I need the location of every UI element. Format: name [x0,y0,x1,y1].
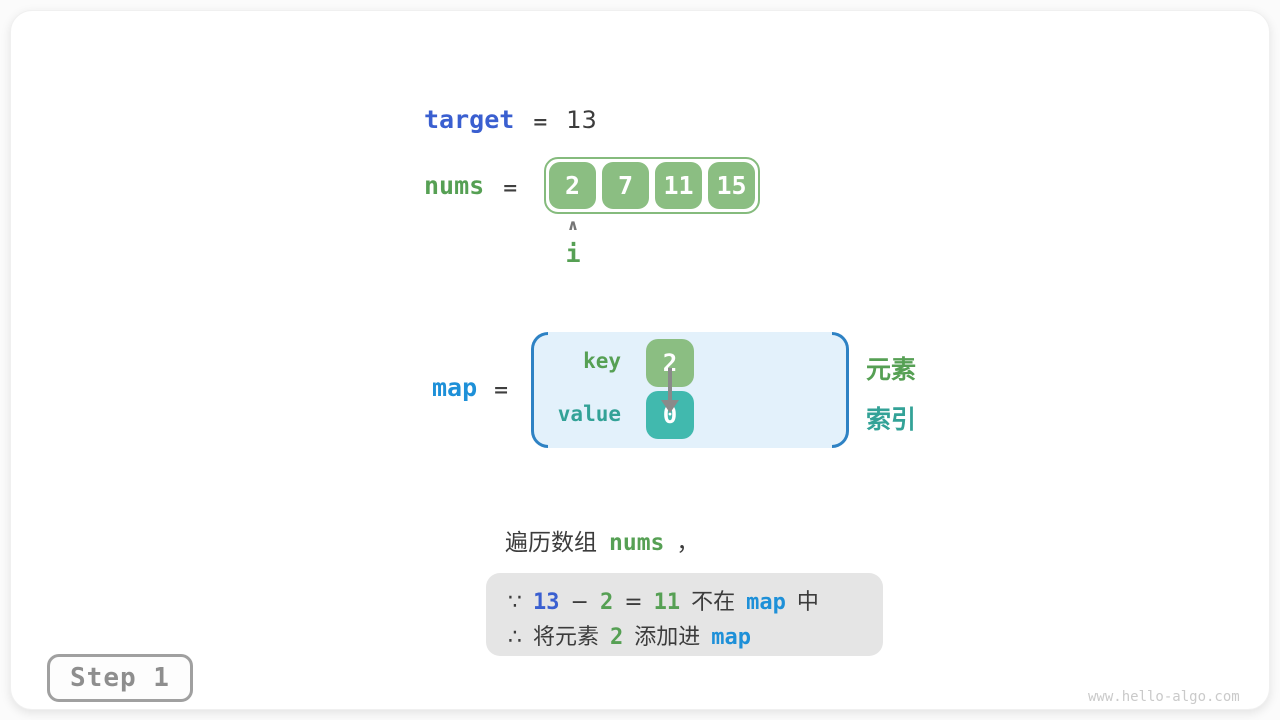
target-value: 13 [566,106,597,134]
nums-cell: 15 [708,162,755,209]
nums-equals: = [502,177,519,199]
equals-sign: = [624,590,643,615]
target-equals: = [532,111,549,133]
minus-sign: − [570,590,589,615]
step-badge-label: Step 1 [70,663,170,693]
reasoning-note: ∵ 13 − 2 = 11 不在 map 中 ∴ 将元素 2 添加进 map [486,573,883,656]
nums-label-row: nums = [424,171,518,200]
right-bracket-icon [832,332,849,448]
target-number: 13 [533,590,560,615]
nums-label: nums [424,171,485,200]
caption-suffix: ， [676,530,700,556]
caption-prefix: 遍历数组 [505,530,597,556]
map-label: map [432,373,478,402]
element-number: 2 [610,625,624,650]
nums-cell: 11 [655,162,702,209]
therefore-symbol: ∴ [508,625,522,650]
nums-cell: 2 [549,162,596,209]
because-symbol: ∵ [508,590,522,615]
pointer-caret-icon: ∧ [566,216,580,234]
note-line-2: ∴ 将元素 2 添加进 map [508,619,883,652]
legend-index-label: 索引 [866,405,917,434]
map-label-row: map = [432,373,509,402]
legend-element-label: 元素 [866,355,917,384]
caption-row: 遍历数组 nums ， [505,523,699,557]
add-element-text: 将元素 [533,625,600,650]
add-into-text: 添加进 [634,625,701,650]
map-code: map [711,625,752,650]
map-key-label: key [583,349,621,373]
in-suffix-text: 中 [796,590,819,615]
target-label: target [424,105,515,134]
note-line-1: ∵ 13 − 2 = 11 不在 map 中 [508,584,883,617]
not-in-text: 不在 [691,590,736,615]
caption-nums-code: nums [609,530,665,556]
nums-cell: 7 [602,162,649,209]
step-badge: Step 1 [47,654,193,702]
nums-array: 2 7 11 15 [544,157,760,214]
map-equals: = [493,379,510,401]
difference-number: 11 [653,590,681,615]
pointer-i-label: i [565,239,581,268]
element-number: 2 [599,590,614,615]
map-value-label: value [557,402,621,426]
key-to-value-arrow-head-icon [661,400,679,413]
watermark: www.hello-algo.com [1088,689,1240,705]
map-code: map [746,590,786,615]
figure-card: target = 13 nums = 2 7 11 15 ∧ i map = [10,10,1270,710]
key-to-value-arrow-shaft [668,368,672,402]
target-row: target = 13 [424,105,597,134]
